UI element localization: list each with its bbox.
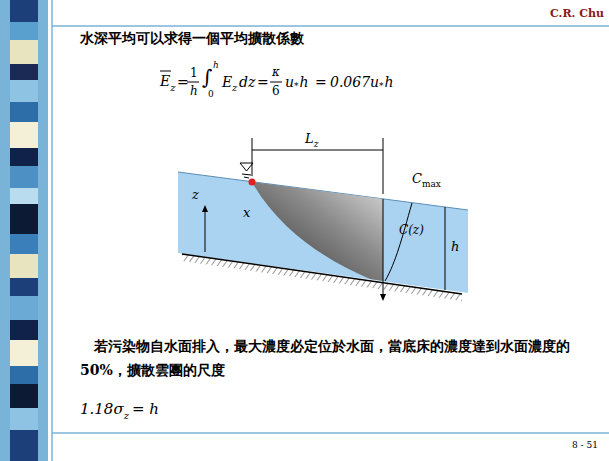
profile-label: C <box>412 172 422 185</box>
equation-term: 0.067u <box>330 75 379 89</box>
side-bar <box>0 0 48 461</box>
equation-term: E <box>160 74 170 88</box>
slide-title: 水深平均可以求得一個平均擴散係數 <box>80 31 304 45</box>
equation-term: * <box>294 82 299 91</box>
equation-term: z <box>232 83 237 93</box>
equation-term: 0 <box>208 90 214 99</box>
equation-term: κ <box>272 66 280 78</box>
equation-term: * <box>379 82 384 91</box>
author-mark: C.R. Chu <box>550 8 604 19</box>
equation-term: h <box>300 75 309 89</box>
dimension-label: z <box>314 140 319 149</box>
dimension-label: L <box>305 132 314 145</box>
water-level-tick <box>244 177 249 178</box>
channel-bed <box>182 254 462 294</box>
equation-term: h <box>213 61 219 70</box>
equation-term: dz <box>239 75 255 89</box>
fraction-bar <box>270 82 282 83</box>
equation-term: u <box>285 75 294 89</box>
z-axis <box>205 208 206 252</box>
equation-term: = <box>177 75 189 89</box>
profile-label: max <box>422 180 441 189</box>
side-blocks <box>10 0 38 461</box>
axis-label: z <box>192 188 199 201</box>
bed-hatch <box>182 254 462 301</box>
water-level-symbol <box>240 163 253 171</box>
equation-term: = h <box>132 402 159 417</box>
axis-label: x <box>243 206 250 219</box>
equation-term: E <box>222 75 232 89</box>
equation-term: = <box>315 75 327 89</box>
side-rule <box>51 0 53 461</box>
depth-label: h <box>451 240 459 253</box>
overbar <box>160 71 171 72</box>
equation-term: z <box>124 411 129 421</box>
bottom-rule <box>52 432 609 434</box>
dimension-line <box>252 150 383 151</box>
equation-term: = <box>257 75 269 89</box>
equation-term: h <box>385 75 394 89</box>
concentration-profile <box>385 203 412 281</box>
profile-label: C(z) <box>399 224 424 236</box>
note-text: 若污染物自水面排入，最大濃度必定位於水面，當底床的濃度達到水面濃度的50%，擴散… <box>80 334 575 382</box>
equation-term: z <box>170 83 175 93</box>
page-number: 8 - 51 <box>572 441 598 450</box>
dimension-tick <box>252 138 253 176</box>
top-rule <box>52 25 609 27</box>
dimension-tick <box>383 138 384 194</box>
equation-term: 6 <box>272 85 280 97</box>
equation-term: ∫ <box>202 67 212 87</box>
water-body <box>178 172 468 293</box>
equation-term: 1.18σ <box>80 402 124 417</box>
equation-term: h <box>190 85 198 97</box>
fraction-bar <box>187 82 199 83</box>
equation-term: 1 <box>190 67 198 79</box>
depth-line <box>445 207 446 290</box>
water-level-tick <box>242 174 251 175</box>
source-point <box>249 179 256 186</box>
